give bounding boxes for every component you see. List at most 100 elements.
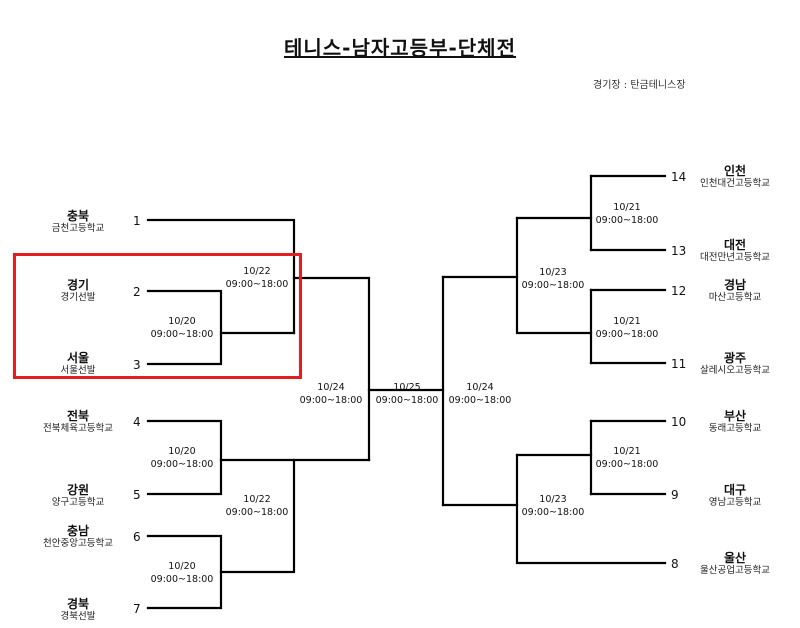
seed-number: 13 [671,244,687,258]
team-region: 부산 [723,409,747,423]
team-school: 울산공업고등학교 [700,565,770,576]
match-date: 10/20 [168,561,196,572]
match-time: 09:00~18:00 [521,507,585,518]
bracket-line [292,276,371,462]
match-date: 10/23 [539,267,567,278]
team-entry: 서울 서울선발 [18,351,138,377]
team-entry: 대전 대전만년고등학교 [675,238,795,264]
bracket-line [515,216,593,335]
team-entry: 부산 동래고등학교 [675,409,795,435]
seed-number: 7 [133,602,141,616]
match-label: 10/23 09:00~18:00 [508,493,598,519]
match-label: 10/21 09:00~18:00 [582,201,672,227]
match-time: 09:00~18:00 [225,507,289,518]
team-school: 양구고등학교 [51,497,105,508]
match-date: 10/24 [466,382,494,393]
seed-number: 4 [133,415,141,429]
team-school: 서울선발 [60,365,96,376]
match-time: 09:00~18:00 [375,395,439,406]
seed-number: 12 [671,284,687,298]
team-entry: 경남 마산고등학교 [675,278,795,304]
team-region: 광주 [723,351,747,365]
match-time: 09:00~18:00 [225,279,289,290]
team-entry: 전북 전북체육고등학교 [18,409,138,435]
match-date: 10/22 [243,494,271,505]
team-entry: 충남 천안중앙고등학교 [18,524,138,550]
team-school: 천안중앙고등학교 [43,538,113,549]
team-region: 경북 [66,597,90,611]
match-label: 10/20 09:00~18:00 [137,560,227,586]
seed-number: 1 [133,214,141,228]
team-region: 대구 [723,483,747,497]
bracket-line [146,419,223,496]
match-label: 10/25 09:00~18:00 [362,381,452,407]
seed-number: 14 [671,170,687,184]
highlight-box [13,253,302,379]
match-time: 09:00~18:00 [521,280,585,291]
match-date: 10/21 [613,446,641,457]
team-region: 충남 [66,524,90,538]
team-school: 인천대건고등학교 [700,178,770,189]
team-region: 경남 [723,278,747,292]
match-label: 10/24 09:00~18:00 [286,381,376,407]
match-date: 10/25 [393,382,421,393]
match-time: 09:00~18:00 [299,395,363,406]
team-school: 경북선발 [60,611,96,622]
bracket-line [146,289,223,366]
match-date: 10/23 [539,494,567,505]
match-time: 09:00~18:00 [595,459,659,470]
team-school: 대전만년고등학교 [700,252,770,263]
team-school: 금천고등학교 [51,223,105,234]
bracket-line [146,218,296,335]
match-label: 10/22 09:00~18:00 [212,265,302,291]
match-label: 10/20 09:00~18:00 [137,445,227,471]
match-label: 10/22 09:00~18:00 [212,493,302,519]
seed-number: 6 [133,530,141,544]
team-region: 인천 [723,164,747,178]
match-date: 10/24 [317,382,345,393]
match-label: 10/21 09:00~18:00 [582,315,672,341]
seed-number: 3 [133,358,141,372]
team-school: 동래고등학교 [708,423,762,434]
team-entry: 광주 살레시오고등학교 [675,351,795,377]
team-entry: 경북 경북선발 [18,597,138,623]
seed-number: 11 [671,357,687,371]
match-time: 09:00~18:00 [150,459,214,470]
match-time: 09:00~18:00 [448,395,512,406]
match-time: 09:00~18:00 [150,329,214,340]
team-school: 마산고등학교 [708,292,762,303]
match-date: 10/20 [168,446,196,457]
seed-number: 9 [671,488,679,502]
match-label: 10/20 09:00~18:00 [137,315,227,341]
team-region: 울산 [723,551,747,565]
match-label: 10/24 09:00~18:00 [435,381,525,407]
match-label: 10/21 09:00~18:00 [582,445,672,471]
team-school: 살레시오고등학교 [700,365,770,376]
venue-label: 경기장 : 탄금테니스장 [593,80,686,91]
team-entry: 울산 울산공업고등학교 [675,551,795,577]
team-entry: 강원 양구고등학교 [18,483,138,509]
page-title: 테니스-남자고등부-단체전 [283,36,516,60]
team-region: 서울 [66,351,90,365]
bracket-line [515,453,667,565]
team-entry: 충북 금천고등학교 [18,209,138,235]
match-date: 10/20 [168,316,196,327]
match-date: 10/22 [243,266,271,277]
match-time: 09:00~18:00 [595,329,659,340]
seed-number: 10 [671,415,687,429]
team-entry: 대구 영남고등학교 [675,483,795,509]
match-date: 10/21 [613,202,641,213]
team-region: 충북 [66,209,90,223]
team-school: 영남고등학교 [708,497,762,508]
match-date: 10/21 [613,316,641,327]
team-school: 전북체육고등학교 [43,423,113,434]
team-region: 전북 [66,409,90,423]
team-region: 대전 [723,238,747,252]
match-time: 09:00~18:00 [150,574,214,585]
team-entry: 인천 인천대건고등학교 [675,164,795,190]
team-entry: 경기 경기선발 [18,278,138,304]
seed-number: 5 [133,488,141,502]
seed-number: 8 [671,557,679,571]
match-label: 10/23 09:00~18:00 [508,266,598,292]
